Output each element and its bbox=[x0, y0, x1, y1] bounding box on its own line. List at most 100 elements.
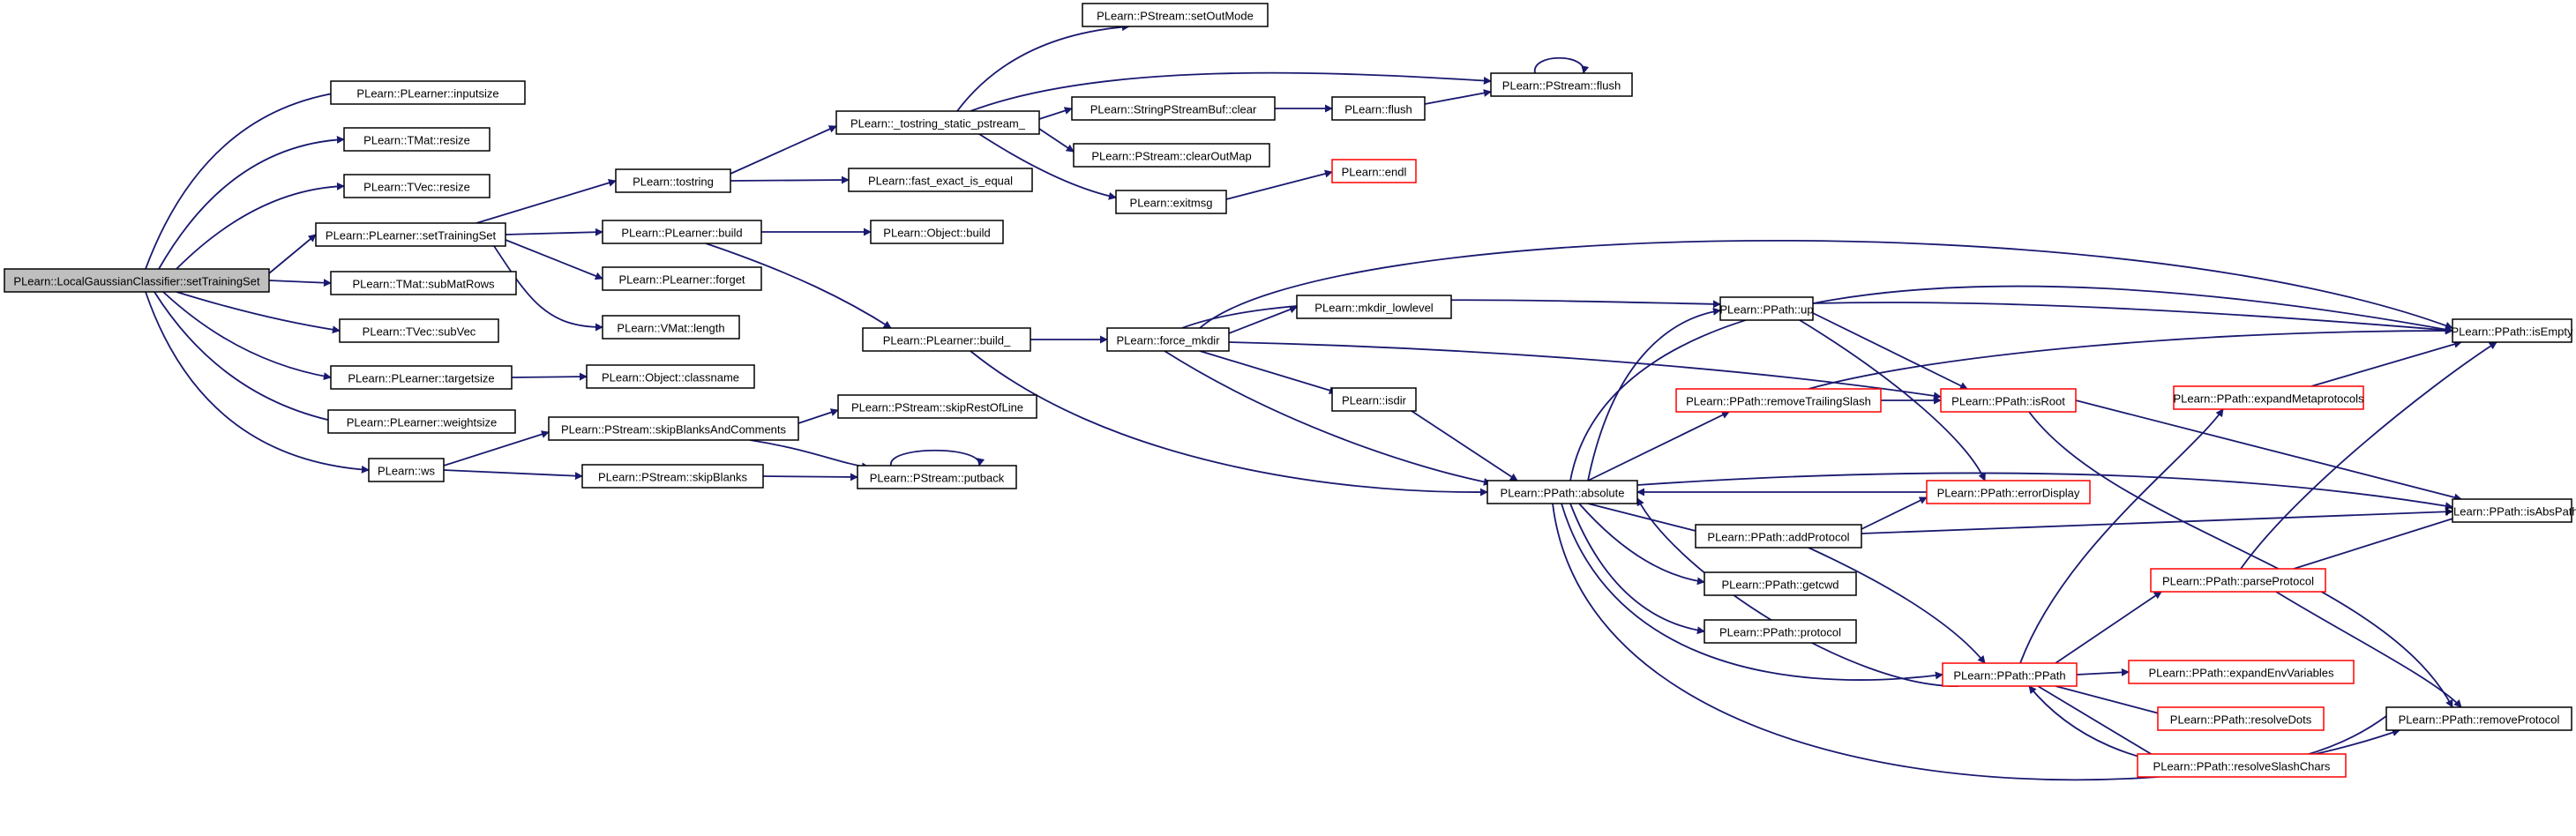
node-classname[interactable]: PLearn::Object::classname bbox=[586, 364, 755, 389]
node-errordisplay[interactable]: PLearn::PPath::errorDisplay bbox=[1926, 480, 2091, 504]
node-expandenvvariables[interactable]: PLearn::PPath::expandEnvVariables bbox=[2128, 660, 2355, 684]
node-box bbox=[602, 220, 762, 244]
node-label: PLearn::mkdir_lowlevel bbox=[1314, 302, 1434, 315]
edge-force_mkdir-to-isroot bbox=[1228, 341, 1942, 400]
node-label: PLearn::PLearner::targetsize bbox=[348, 372, 494, 385]
edge-force_mkdir-to-absolute bbox=[1164, 350, 1492, 486]
edge-ppath-to-expandmetaprotocols bbox=[2019, 408, 2224, 664]
node-box bbox=[330, 271, 517, 295]
node-endl[interactable]: PLearn::endl bbox=[1331, 159, 1417, 183]
node-label: PLearn::isdir bbox=[1342, 394, 1407, 407]
node-label: PLearn::PLearner::build bbox=[621, 227, 742, 240]
node-plearner_build[interactable]: PLearn::PLearner::build bbox=[602, 220, 762, 244]
node-resolvedots[interactable]: PLearn::PPath::resolveDots bbox=[2157, 706, 2325, 731]
node-putback[interactable]: PLearn::PStream::putback bbox=[857, 465, 1017, 489]
node-force_mkdir[interactable]: PLearn::force_mkdir bbox=[1106, 327, 1230, 352]
edge-skipblanksandcomments-to-putback bbox=[749, 439, 870, 471]
node-label: PLearn::PPath::protocol bbox=[1719, 626, 1841, 639]
edge-root-to-tmat_resize bbox=[158, 135, 345, 270]
node-submatrows[interactable]: PLearn::TMat::subMatRows bbox=[330, 271, 517, 295]
node-box bbox=[4, 268, 270, 293]
edge-absolute-to-removetrailingslash bbox=[1587, 411, 1730, 481]
node-label: PLearn::TVec::resize bbox=[363, 181, 470, 194]
edge-parseprotocol-to-isabspath bbox=[2293, 514, 2462, 570]
node-box bbox=[2385, 706, 2572, 731]
node-protocol[interactable]: PLearn::PPath::protocol bbox=[1704, 619, 1857, 644]
node-skipblanksandcomments[interactable]: PLearn::PStream::skipBlanksAndComments bbox=[548, 416, 799, 441]
node-absolute[interactable]: PLearn::PPath::absolute bbox=[1486, 480, 1638, 504]
node-tvec_resize[interactable]: PLearn::TVec::resize bbox=[343, 174, 490, 198]
node-box bbox=[602, 315, 740, 340]
node-label: PLearn::PPath::errorDisplay bbox=[1937, 487, 2080, 500]
node-exitmsg[interactable]: PLearn::exitmsg bbox=[1115, 190, 1227, 214]
edge-ws-to-skipblanks bbox=[443, 469, 583, 481]
edge-force_mkdir-to-isempty bbox=[1199, 239, 2453, 330]
edge-tostring_static-to-clearoutmap bbox=[1038, 128, 1075, 153]
node-vmat_length[interactable]: PLearn::VMat::length bbox=[602, 315, 740, 340]
edge-flush-to-pstream_flush bbox=[1424, 89, 1492, 105]
node-targetsize[interactable]: PLearn::PLearner::targetsize bbox=[330, 365, 513, 390]
node-label: PLearn::TMat::resize bbox=[363, 134, 470, 147]
node-skiprestofline[interactable]: PLearn::PStream::skipRestOfLine bbox=[837, 394, 1037, 419]
node-label: PLearn::PLearner::setTrainingSet bbox=[326, 229, 497, 243]
node-box bbox=[1331, 96, 1426, 121]
node-plearner_build_[interactable]: PLearn::PLearner::build_ bbox=[862, 327, 1031, 352]
node-setoutmode[interactable]: PLearn::PStream::setOutMode bbox=[1082, 3, 1269, 27]
node-box bbox=[2452, 498, 2572, 523]
node-object_build[interactable]: PLearn::Object::build bbox=[870, 220, 1004, 244]
node-tmat_resize[interactable]: PLearn::TMat::resize bbox=[343, 127, 490, 152]
node-ws[interactable]: PLearn::ws bbox=[368, 458, 445, 482]
node-mkdir_lowlevel[interactable]: PLearn::mkdir_lowlevel bbox=[1296, 295, 1452, 319]
node-weightsize[interactable]: PLearn::PLearner::weightsize bbox=[327, 409, 516, 434]
edge-absolute-to-up bbox=[1587, 307, 1721, 481]
node-expandmetaprotocols[interactable]: PLearn::PPath::expandMetaprotocols bbox=[2173, 385, 2364, 410]
node-fast_exact[interactable]: PLearn::fast_exact_is_equal bbox=[848, 168, 1033, 192]
node-label: PLearn::PPath::expandEnvVariables bbox=[2148, 667, 2334, 680]
node-box bbox=[1926, 480, 2091, 504]
edge-ppath-to-resolveslashchars bbox=[2037, 685, 2162, 761]
node-sspb_clear[interactable]: PLearn::StringPStreamBuf::clear bbox=[1071, 96, 1276, 121]
node-tostring_static[interactable]: PLearn::_tostring_static_pstream_ bbox=[835, 110, 1040, 135]
node-box bbox=[837, 394, 1037, 419]
node-subvec[interactable]: PLearn::TVec::subVec bbox=[339, 318, 499, 343]
node-forget[interactable]: PLearn::PLearner::forget bbox=[602, 266, 762, 291]
node-box bbox=[2452, 318, 2572, 343]
node-inputsize[interactable]: PLearn::PLearner::inputsize bbox=[330, 80, 526, 105]
node-resolveslashchars[interactable]: PLearn::PPath::resolveSlashChars bbox=[2137, 753, 2347, 778]
node-isroot[interactable]: PLearn::PPath::isRoot bbox=[1940, 388, 2077, 413]
edge-root-to-weightsize bbox=[154, 291, 336, 424]
node-ppath[interactable]: PLearn::PPath::PPath bbox=[1942, 662, 2078, 687]
node-box bbox=[330, 365, 513, 390]
node-skipblanks[interactable]: PLearn::PStream::skipBlanks bbox=[581, 464, 764, 489]
edge-tostring-to-fast_exact bbox=[730, 175, 850, 184]
node-isempty[interactable]: PLearn::PPath::isEmpty bbox=[2451, 318, 2573, 343]
node-flush[interactable]: PLearn::flush bbox=[1331, 96, 1426, 121]
node-removetrailingslash[interactable]: PLearn::PPath::removeTrailingSlash bbox=[1675, 388, 1882, 413]
node-isabspath[interactable]: PLearn::PPath::isAbsPath bbox=[2445, 498, 2576, 523]
node-tostring[interactable]: PLearn::tostring bbox=[615, 168, 731, 193]
node-root[interactable]: PLearn::LocalGaussianClassifier::setTrai… bbox=[4, 268, 270, 293]
node-up[interactable]: PLearn::PPath::up bbox=[1719, 296, 1814, 321]
node-getcwd[interactable]: PLearn::PPath::getcwd bbox=[1704, 571, 1857, 596]
edge-tostring_static-to-exitmsg bbox=[978, 133, 1117, 200]
edge-absolute-to-removeprotocol bbox=[1552, 503, 2400, 781]
call-edges bbox=[145, 23, 2497, 781]
node-clearoutmap[interactable]: PLearn::PStream::clearOutMap bbox=[1073, 143, 1270, 168]
node-label: PLearn::PPath::resolveDots bbox=[2170, 713, 2312, 727]
edge-absolute-to-isabspath bbox=[1636, 472, 2453, 511]
node-pstream_flush[interactable]: PLearn::PStream::flush bbox=[1490, 72, 1633, 97]
node-parseprotocol[interactable]: PLearn::PPath::parseProtocol bbox=[2150, 568, 2326, 593]
edge-tostring-to-tostring_static bbox=[730, 125, 837, 175]
node-box bbox=[857, 465, 1017, 489]
node-isdir[interactable]: PLearn::isdir bbox=[1331, 387, 1417, 412]
node-label: PLearn::PStream::skipBlanksAndComments bbox=[561, 423, 787, 437]
node-box bbox=[1490, 72, 1633, 97]
edge-parseprotocol-to-isempty bbox=[2240, 341, 2497, 570]
node-box bbox=[1331, 159, 1417, 183]
edge-expandmetaprotocols-to-isempty bbox=[2310, 340, 2462, 387]
node-removeprotocol[interactable]: PLearn::PPath::removeProtocol bbox=[2385, 706, 2572, 731]
edge-ws-to-skipblanksandcomments bbox=[443, 430, 550, 467]
node-settrainingset[interactable]: PLearn::PLearner::setTrainingSet bbox=[315, 222, 506, 247]
node-addprotocol[interactable]: PLearn::PPath::addProtocol bbox=[1695, 524, 1862, 549]
node-box bbox=[848, 168, 1033, 192]
